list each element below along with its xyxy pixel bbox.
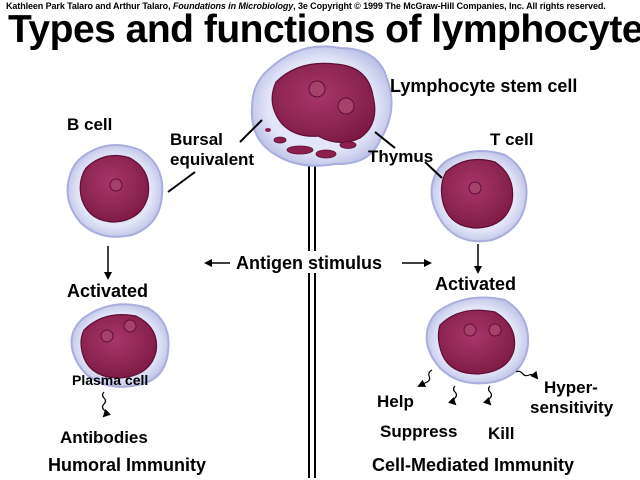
b-cell-label: B cell [67,115,113,134]
copyright-authors: Kathleen Park Talaro and Arthur Talaro, [6,1,173,11]
activated-right-label: Activated [435,274,517,294]
thymus-connector [374,131,396,149]
humoral-immunity-label: Humoral Immunity [48,455,207,475]
plasma-cell [70,303,170,388]
cell-mediated-immunity-label: Cell-Mediated Immunity [372,455,575,475]
thymus-to-tcell-connector [424,161,443,179]
suppress-arrow [447,385,458,406]
copyright-notice: Kathleen Park Talaro and Arthur Talaro, … [6,1,606,11]
activated-t-cell [425,296,530,385]
plasma-cell-label: Plasma cell [72,372,149,388]
squiggle-arrows [101,369,539,418]
stem-cell [250,45,393,167]
copyright-rest: , 3e Copyright © 1999 The McGraw-Hill Co… [293,1,606,11]
copyright-book-title: Foundations in Microbiology [172,1,294,11]
hypersensitivity-label-line1: Hyper- [544,378,598,397]
b-cell [66,144,164,238]
help-arrow [417,369,433,387]
bursal-label-line1: Bursal [170,130,223,149]
bursal-label-line2: equivalent [170,150,255,169]
kill-label: Kill [488,424,515,443]
thymus-label: Thymus [368,147,434,166]
antibodies-label: Antibodies [60,428,148,447]
hypersensitivity-label-line2: sensitivity [530,398,614,417]
stem-cell-label: Lymphocyte stem cell [390,76,578,96]
t-cell-label: T cell [490,130,534,149]
plasma-to-antibodies-arrow [101,391,112,418]
kill-arrow [482,385,493,406]
bursal-to-bcell-connector [167,171,196,193]
bursal-connector [239,119,263,143]
hypersensitivity-arrow [515,370,539,380]
help-label: Help [377,392,414,411]
antigen-stimulus-label: Antigen stimulus [236,253,383,273]
central-divider [300,160,324,478]
activated-left-label: Activated [67,281,149,301]
page-title: Types and functions of lymphocytes [8,8,640,51]
t-cell [430,150,528,243]
suppress-label: Suppress [380,422,458,441]
